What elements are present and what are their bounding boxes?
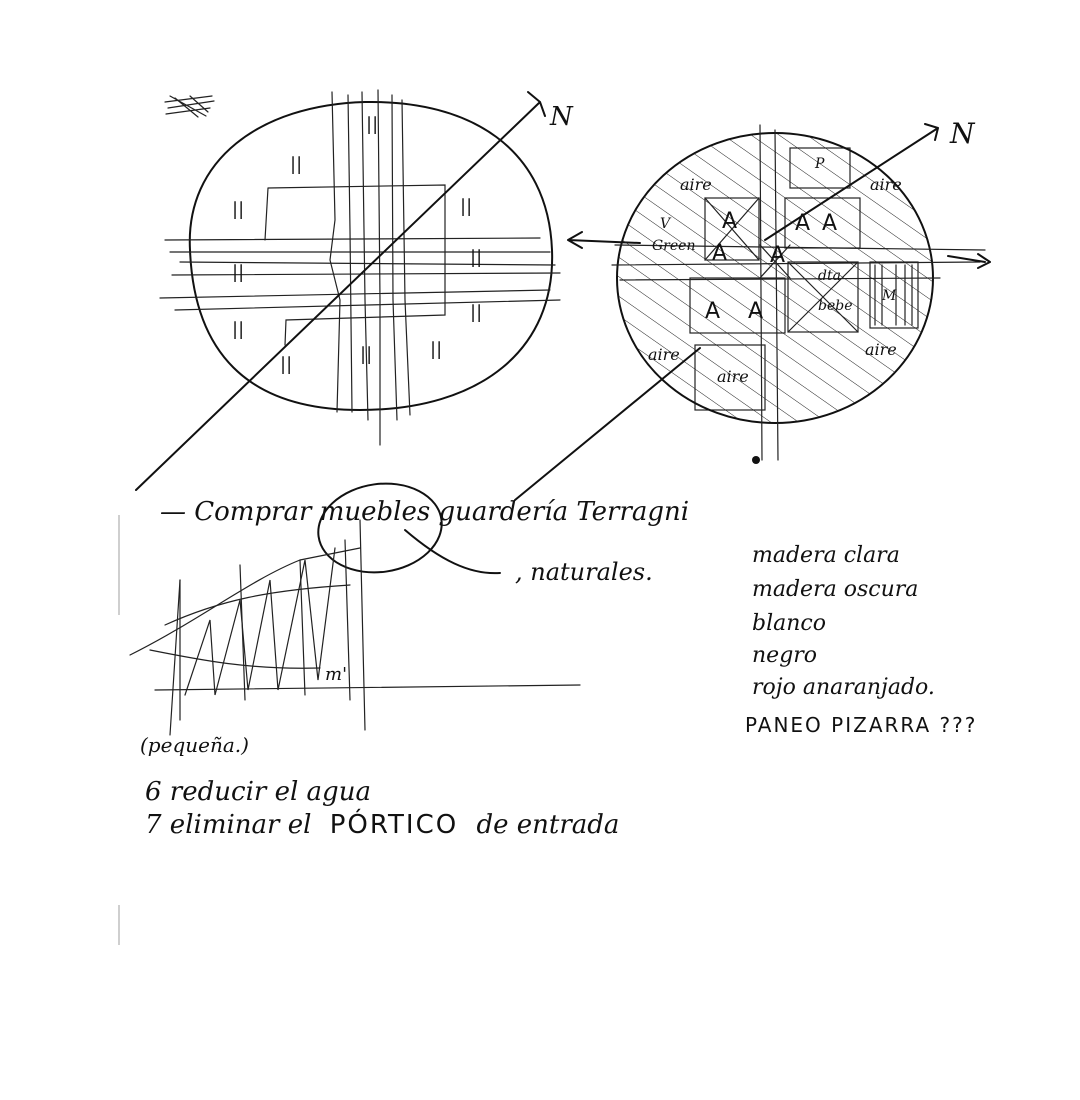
room-label: A <box>770 243 787 268</box>
plan-mark: || <box>470 247 482 268</box>
plan-mark: || <box>290 154 302 175</box>
room-label: A <box>795 211 812 236</box>
note-buy-furniture: — Comprar muebles guardería Terragni <box>160 497 689 527</box>
plan-label: V <box>660 216 672 232</box>
note-item-7-prefix: 7 eliminar el <box>145 810 311 840</box>
room-label: A <box>705 299 722 324</box>
circle-mark <box>317 482 443 574</box>
material-item: blanco <box>752 611 826 636</box>
plan-mark: || <box>232 319 244 340</box>
aire-label: aire <box>865 340 897 359</box>
small-furniture-sketch: m' <box>129 519 581 736</box>
north-label-right: N <box>949 117 976 150</box>
note-item-6: 6 reducir el agua <box>145 777 371 807</box>
plan-mark: || <box>360 344 372 365</box>
scan-edge-mark <box>118 515 120 615</box>
scan-edge-mark <box>118 905 120 945</box>
plan-mark: || <box>232 199 244 220</box>
plan-mark: || <box>280 354 292 375</box>
plan-label: bebe <box>818 298 853 314</box>
aire-label: aire <box>870 175 902 194</box>
material-item: PANEO PIZARRA ??? <box>745 713 977 737</box>
material-item: rojo anaranjado. <box>752 675 935 700</box>
plan-label: P <box>814 156 825 172</box>
link-line <box>514 347 701 501</box>
plan-label: M <box>881 288 897 304</box>
room-label: A <box>822 211 839 236</box>
note-item-7: 7 eliminar el PÓRTICO de entrada <box>145 808 619 840</box>
plan-label: dta <box>818 268 841 284</box>
note-small: (pequeña.) <box>140 733 249 757</box>
plan-mark: || <box>430 339 442 360</box>
aire-label: aire <box>717 367 749 386</box>
crossed-out-mark <box>164 95 215 118</box>
plan-mark: || <box>470 302 482 323</box>
material-item: negro <box>752 643 817 668</box>
material-item: madera oscura <box>752 577 918 602</box>
plan-mark: || <box>366 114 378 135</box>
materials-list: madera clara madera oscura blanco negro rojo… <box>745 543 977 737</box>
note-materials-lead: , naturales. <box>515 558 653 586</box>
north-label: N <box>549 102 574 132</box>
link-curve <box>404 529 501 575</box>
room-label: A <box>712 241 729 266</box>
plan-label: Green <box>652 238 695 254</box>
room-label: A <box>748 299 765 324</box>
small-sketch-tag: m' <box>325 664 347 685</box>
material-item: madera clara <box>752 543 900 568</box>
plan-mark: || <box>232 262 244 283</box>
aire-label: aire <box>680 175 712 194</box>
note-item-7-suffix: de entrada <box>476 810 619 840</box>
plan-mark: || <box>460 196 472 217</box>
note-item-7-caps: PÓRTICO <box>330 808 459 840</box>
room-label: A <box>722 209 739 234</box>
left-site-plan: || || || || || || || || || || || N <box>135 89 574 491</box>
aire-label: aire <box>648 345 680 364</box>
